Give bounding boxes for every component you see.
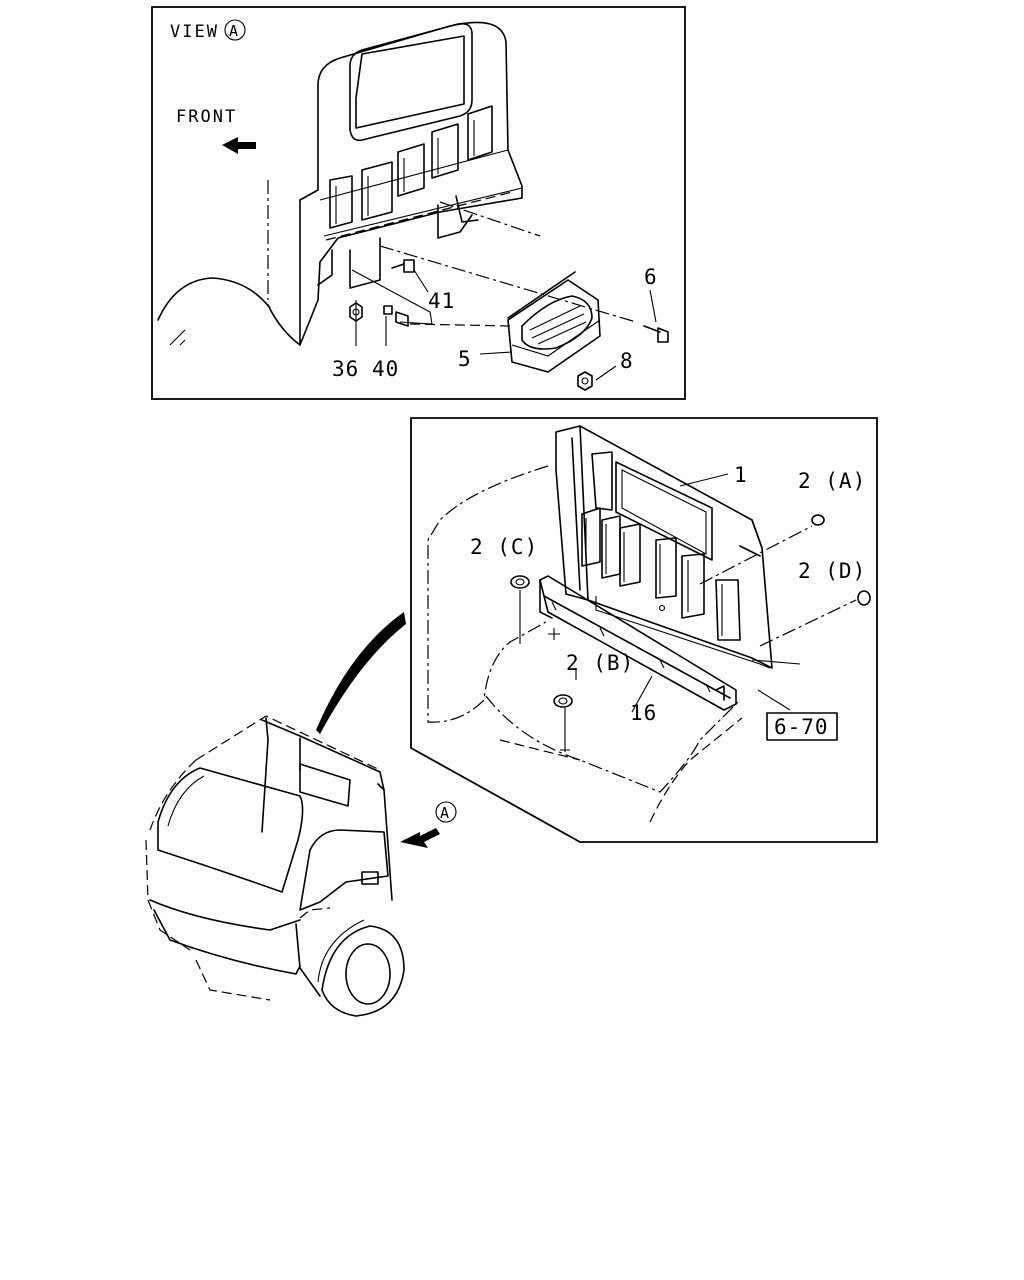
view-a-circle-marker: A [224, 19, 246, 41]
callout-2c: 2 (C) [470, 535, 538, 559]
callout-5: 5 [458, 347, 472, 371]
front-label: FRONT [176, 107, 237, 127]
part-16-rail [539, 575, 737, 711]
part-2b-grommet-icon [553, 694, 573, 708]
part-40-clip-icon [383, 305, 409, 327]
detail-pointer-swoosh [316, 612, 406, 734]
detail-frame [410, 417, 878, 843]
part-1-rear-panel [555, 425, 773, 669]
truck-view-marker-letter: A [440, 804, 449, 822]
callout-2b: 2 (B) [566, 651, 634, 675]
callout-36: 36 [332, 357, 359, 381]
part-2c-grommet-icon [510, 575, 530, 589]
reference-box-6-70: 6-70 [766, 712, 838, 741]
view-direction-arrow-icon [400, 828, 440, 848]
detail-panel: 1 2 (A) 2 (C) 2 (D) 2 (B) 16 6-70 [410, 417, 878, 843]
part-2a-plug-icon [811, 514, 825, 526]
view-marker-letter: A [229, 22, 238, 40]
wheel-arch [157, 277, 271, 321]
truck-front-wheel [317, 919, 405, 1017]
view-title: VIEW [170, 22, 219, 42]
part-6-bolt-icon [643, 325, 669, 343]
reference-box-label: 6-70 [774, 715, 829, 739]
view-a-frame [151, 6, 686, 400]
part-8-nut-icon [577, 371, 593, 391]
callout-2a: 2 (A) [798, 469, 866, 493]
part-5-bracket [507, 271, 601, 373]
callout-8: 8 [620, 349, 634, 373]
truck-windshield [157, 767, 304, 893]
door-handle [361, 871, 379, 885]
truck-view-a-marker: A [435, 801, 457, 823]
callout-1: 1 [734, 463, 748, 487]
truck-illustration: A [145, 715, 457, 1017]
callout-41: 41 [428, 289, 455, 313]
view-a-panel: VIEW A FRONT [151, 6, 686, 400]
front-arrow-icon [222, 137, 256, 154]
callout-2d: 2 (D) [798, 559, 866, 583]
callout-16: 16 [630, 701, 657, 725]
part-41-bolt-icon [391, 259, 415, 273]
callout-6: 6 [644, 265, 658, 289]
part-2d-plug-icon [857, 590, 871, 606]
callout-40: 40 [372, 357, 399, 381]
truck-door-window [299, 829, 389, 911]
cab-back-panel [267, 21, 523, 346]
